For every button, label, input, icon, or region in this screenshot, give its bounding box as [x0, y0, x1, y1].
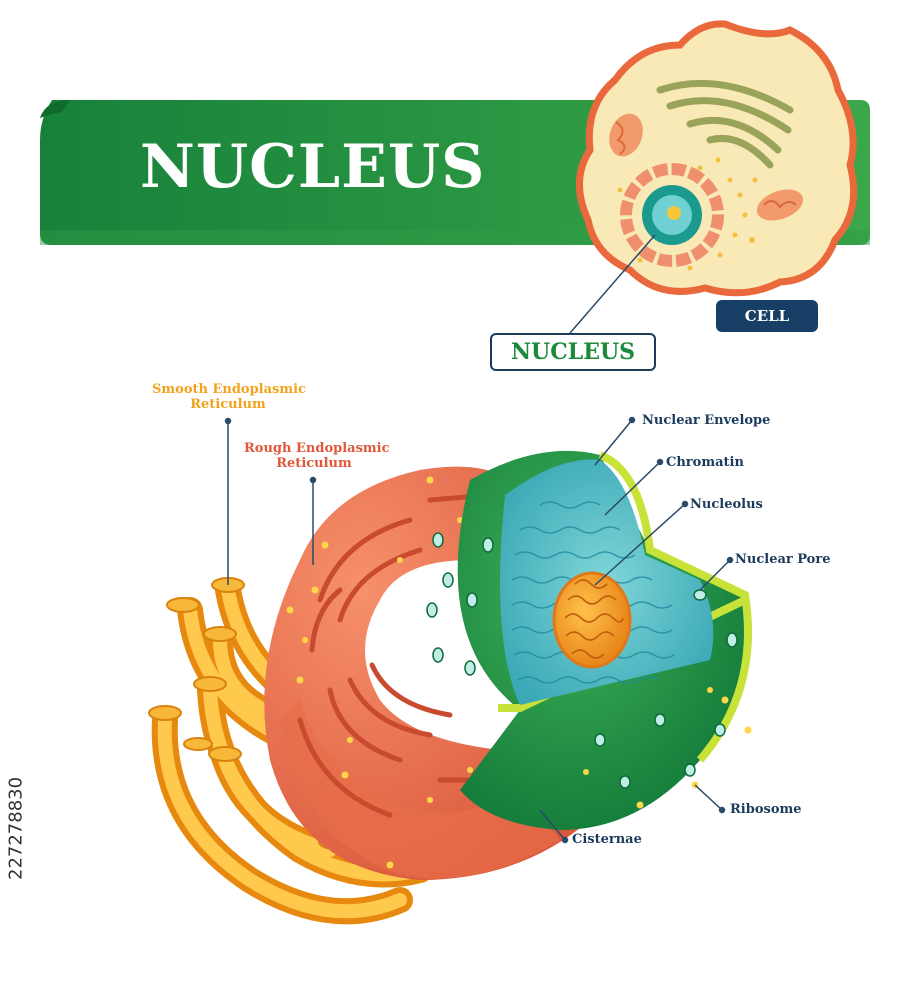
label-rough-er-line2: Reticulum	[276, 456, 352, 471]
label-rough-er: Rough Endoplasmic Reticulum	[244, 441, 390, 471]
label-nuclear-envelope: Nuclear Envelope	[642, 413, 771, 428]
nucleus-callout: NUCLEUS	[490, 333, 656, 371]
label-nucleolus: Nucleolus	[690, 497, 763, 512]
label-ribosome: Ribosome	[730, 802, 802, 817]
label-cisternae: Cisternae	[572, 832, 642, 847]
label-nuclear-pore: Nuclear Pore	[735, 552, 831, 567]
label-chromatin: Chromatin	[666, 455, 744, 470]
cell-badge-text: CELL	[744, 307, 790, 325]
label-smooth-er-line1: Smooth Endoplasmic	[152, 382, 306, 397]
nucleus-sphere	[426, 450, 752, 830]
cell-illustration	[569, 20, 858, 334]
cell-badge: CELL	[716, 300, 818, 332]
leader-lines	[224, 416, 734, 844]
label-rough-er-line1: Rough Endoplasmic	[244, 441, 390, 456]
stock-id: 227278830	[5, 776, 27, 880]
label-smooth-er-line2: Reticulum	[190, 397, 266, 412]
nucleus-callout-text: NUCLEUS	[510, 339, 636, 365]
page-title: NUCLEUS	[140, 132, 486, 202]
label-smooth-er: Smooth Endoplasmic Reticulum	[152, 382, 306, 412]
